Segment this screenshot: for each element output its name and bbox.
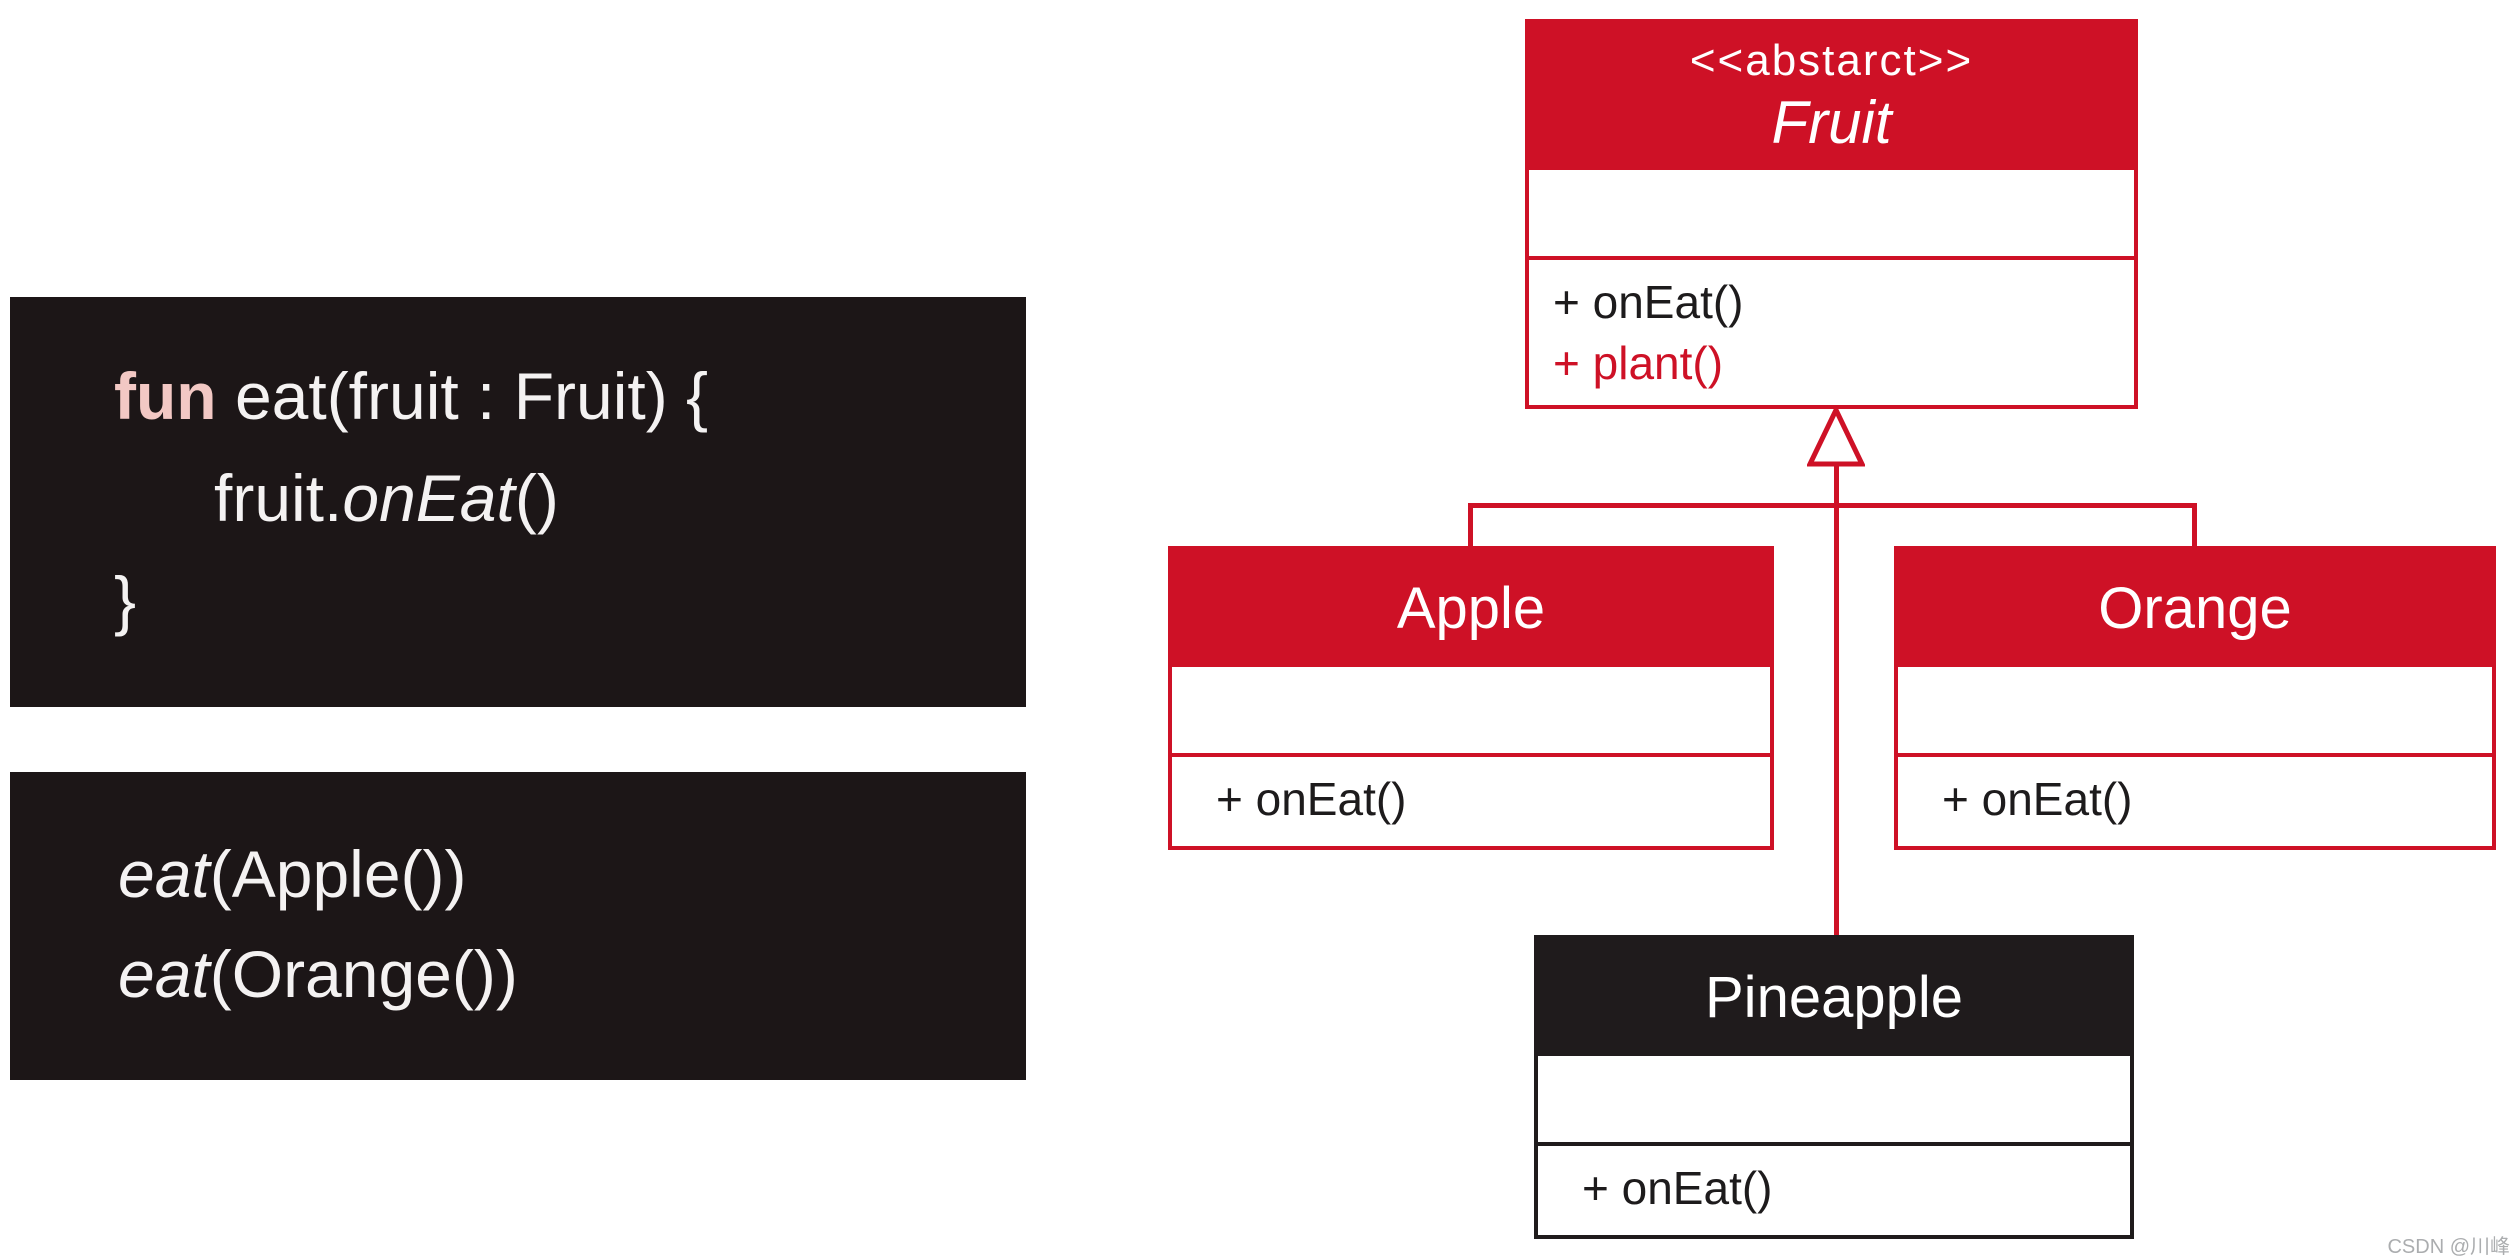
code-text: } bbox=[114, 563, 137, 637]
class-name: Apple bbox=[1396, 576, 1546, 641]
uml-class-orange: Orange + onEat() bbox=[1894, 546, 2496, 850]
class-name: Pineapple bbox=[1705, 965, 1963, 1030]
uml-class-apple: Apple + onEat() bbox=[1168, 546, 1774, 850]
uml-method: + onEat() bbox=[1216, 773, 1407, 825]
uml-attributes-section bbox=[1529, 170, 2134, 260]
code-line: } bbox=[114, 549, 1026, 651]
inheritance-stub-apple bbox=[1468, 506, 1473, 546]
uml-methods-section: + onEat() + plant() bbox=[1529, 260, 2134, 405]
inheritance-stub-orange bbox=[2192, 506, 2197, 546]
class-name: Orange bbox=[2098, 576, 2292, 641]
uml-class-pineapple: Pineapple + onEat() bbox=[1534, 935, 2134, 1239]
code-snippet-eat-calls: eat(Apple()) eat(Orange()) bbox=[10, 772, 1026, 1080]
code-snippet-eat-function: fun eat(fruit : Fruit) { fruit.onEat() } bbox=[10, 297, 1026, 707]
uml-class-pineapple-header: Pineapple bbox=[1538, 939, 2130, 1056]
uml-methods-section: + onEat() bbox=[1538, 1146, 2130, 1235]
class-name: Fruit bbox=[1771, 89, 1892, 156]
function-name-eat: eat bbox=[118, 937, 210, 1011]
code-text: eat(fruit : Fruit) { bbox=[216, 359, 709, 433]
uml-attributes-section bbox=[1538, 1056, 2130, 1146]
code-text: () bbox=[514, 461, 559, 535]
uml-class-fruit-header: <<abstarct>> Fruit bbox=[1529, 23, 2134, 170]
keyword-fun: fun bbox=[114, 359, 217, 433]
watermark: CSDN @川峰 bbox=[2387, 1236, 2510, 1256]
uml-methods-section: + onEat() bbox=[1172, 757, 1770, 846]
code-text: fruit. bbox=[214, 461, 343, 535]
uml-class-apple-header: Apple bbox=[1172, 550, 1770, 667]
uml-attributes-section bbox=[1172, 667, 1770, 757]
code-text: (Apple()) bbox=[209, 837, 467, 911]
uml-methods-section: + onEat() bbox=[1898, 757, 2492, 846]
stereotype-label: <<abstarct>> bbox=[1689, 36, 1974, 85]
code-line: eat(Apple()) bbox=[118, 824, 1026, 924]
uml-class-orange-header: Orange bbox=[1898, 550, 2492, 667]
code-text: (Orange()) bbox=[209, 937, 518, 1011]
inheritance-triangle-icon bbox=[1807, 407, 1865, 467]
code-line: fruit.onEat() bbox=[114, 447, 1026, 549]
function-name-eat: eat bbox=[118, 837, 210, 911]
code-line: eat(Orange()) bbox=[118, 924, 1026, 1024]
uml-method: + onEat() bbox=[1582, 1162, 1773, 1214]
inheritance-line-vertical bbox=[1834, 462, 1839, 935]
inheritance-line-horizontal bbox=[1468, 503, 2197, 508]
uml-method: + onEat() bbox=[1942, 773, 2133, 825]
uml-method: + plant() bbox=[1553, 337, 1724, 389]
method-call-onEat: onEat bbox=[342, 461, 515, 535]
uml-class-fruit: <<abstarct>> Fruit + onEat() + plant() bbox=[1525, 19, 2138, 409]
uml-method: + onEat() bbox=[1553, 276, 1744, 328]
uml-attributes-section bbox=[1898, 667, 2492, 757]
code-line: fun eat(fruit : Fruit) { bbox=[114, 345, 1026, 447]
